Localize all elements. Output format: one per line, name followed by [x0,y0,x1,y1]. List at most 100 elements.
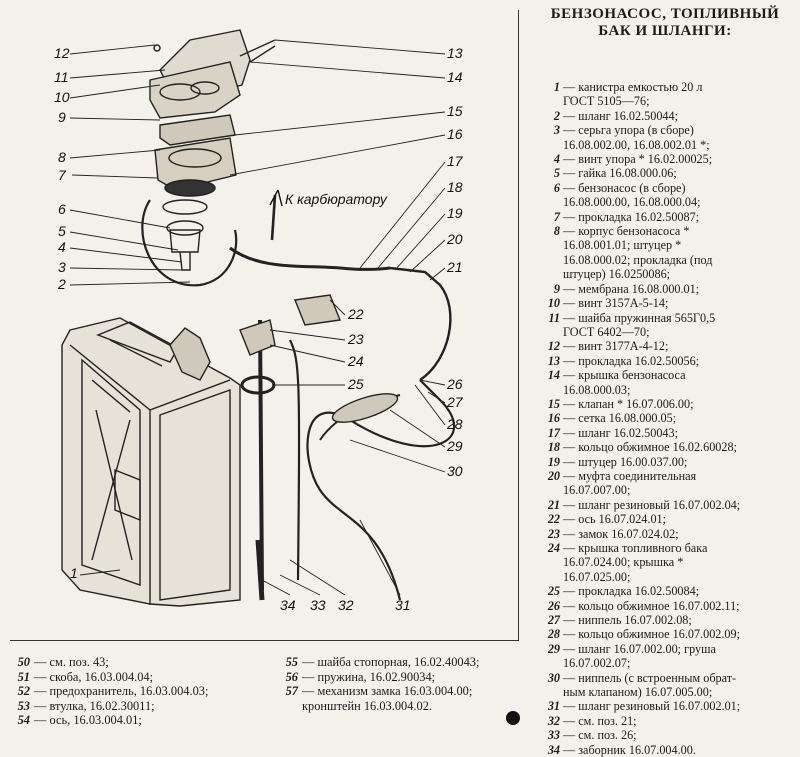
legend-item: 10— винт 3157А-5-14; [538,296,796,310]
callout-20: 20 [446,231,463,247]
legend-item-number: 29 [547,641,560,656]
legend-item: 4— винт упора * 16.02.00025; [538,152,796,166]
legend-item: 30— ниппель (с встроенным обрат- ным кла… [538,671,796,700]
legend-item-text: — ниппель (с встроенным обрат- ным клапа… [563,670,737,700]
legend-item-number: 9 [553,281,560,296]
legend-item-number: 24 [547,541,560,555]
callout-4: 4 [58,239,66,255]
callout-11: 11 [54,69,69,85]
legend-item-number: 8 [553,224,560,239]
legend-item: 54— ось, 16.03.004.01; [0,713,262,728]
legend-item: 13— прокладка 16.02.50056; [538,354,796,368]
legend-item-text: — скоба, 16.03.004.04; [34,669,154,684]
legend-item-text: — бензонасос (в сборе) 16.08.000.00, 16.… [563,180,701,210]
callout-3: 3 [58,259,66,275]
callout-25: 25 [347,376,364,392]
legend-item-text: — замок 16.07.024.02; [563,526,679,541]
legend-item-number: 15 [547,396,560,411]
legend-item-number: 52 [17,684,30,699]
legend-item-number: 19 [547,454,560,469]
legend-item: 15— клапан * 16.07.006.00; [538,397,796,411]
legend-item-number: 11 [548,310,560,325]
callout-28: 28 [446,416,463,432]
legend-item: 27— ниппель 16.07.002.08; [538,613,796,627]
callout-24: 24 [347,353,364,369]
legend-item-text: — канистра емкостью 20 л ГОСТ 5105—76; [563,80,703,109]
legend-item-number: 16 [547,411,560,426]
callout-22: 22 [347,306,364,322]
legend-item-number: 20 [547,468,560,483]
legend-item-number: 5 [553,166,560,181]
legend-item: 24— крышка топливного бака 16.07.024.00;… [538,541,796,584]
legend-item-text: — корпус бензонасоса * 16.08.001.01; шту… [563,224,713,282]
legend-item-number: 22 [547,512,560,527]
legend-item-number: 25 [547,584,560,599]
parts-legend: 1— канистра емкостью 20 л ГОСТ 5105—76;2… [538,80,796,757]
legend-item-number: 7 [553,209,560,224]
legend-item: 23— замок 16.07.024.02; [538,527,796,541]
legend-item-text: — см. поз. 21; [563,713,637,728]
callout-23: 23 [347,331,364,347]
legend-item: 55— шайба стопорная, 16.02.40043; [268,655,528,670]
callout-15: 15 [447,103,463,119]
legend-item-number: 13 [547,353,560,368]
legend-item-text: — пружина, 16.02.90034; [302,669,436,684]
legend-item-number: 56 [285,669,298,684]
callout-5: 5 [58,223,66,239]
legend-item-text: — предохранитель, 16.03.004.03; [34,684,209,699]
legend-item: 31— шланг резиновый 16.07.002.01; [538,699,796,713]
legend-item-number: 32 [547,713,560,728]
legend-item: 14— крышка бензонасоса 16.08.000.03; [538,368,796,397]
legend-item-text: — прокладка 16.02.50056; [563,353,700,368]
legend-item-text: — шланг 16.02.50043; [563,425,679,440]
legend-item: 6— бензонасос (в сборе) 16.08.000.00, 16… [538,181,796,210]
legend-item-number: 55 [285,655,298,669]
legend-item-text: — клапан * 16.07.006.00; [563,396,694,411]
legend-item-text: — серьга упора (в сборе) 16.08.002.00, 1… [563,123,710,152]
jerry-can [61,317,241,607]
legend-item-text: — прокладка 16.02.50084; [563,584,700,599]
exploded-diagram: 12 11 10 9 8 7 6 5 4 3 2 13 14 15 16 17 … [54,29,464,613]
legend-item: 19— штуцер 16.00.037.00; [538,455,796,469]
legend-item-text: — крышка бензонасоса 16.08.000.03; [563,368,686,397]
callout-31: 31 [395,597,411,613]
legend-item-text: — гайка 16.08.000.06; [563,166,677,181]
legend-item-number: 50 [17,655,30,669]
legend-item-text: — втулка, 16.02.30011; [34,698,155,713]
legend-item-number: 12 [547,339,560,354]
legend-item: 53 — втулка, 16.02.30011; [0,699,262,714]
legend-item-number: 4 [553,152,560,167]
legend-item: 25— прокладка 16.02.50084; [538,584,796,598]
legend-item-number: 3 [553,123,560,138]
callout-34: 34 [280,597,296,613]
legend-item-number: 18 [547,440,560,455]
legend-item-text: — кольцо обжимное 16.07.002.09; [563,627,741,642]
callout-13: 13 [447,45,463,61]
legend-item-text: — штуцер 16.00.037.00; [563,454,688,469]
legend-item-text: — ось 16.07.024.01; [563,512,667,527]
diagram-frame [10,10,519,641]
legend-item: 51— скоба, 16.03.004.04; [0,670,262,685]
legend-item-text: — муфта соединительная 16.07.007.00; [563,468,697,498]
callout-33: 33 [310,597,326,613]
legend-item-number: 26 [547,598,560,613]
legend-item: 9— мембрана 16.08.000.01; [538,282,796,296]
callout-26: 26 [446,376,463,392]
fuel-pump [141,29,276,287]
legend-item-text: — шланг резиновый 16.07.002.04; [563,497,741,512]
legend-item-text: — механизм замка 16.03.004.00; кронштейн… [302,684,473,713]
legend-item-text: — сетка 16.08.000.05; [563,411,677,426]
legend-item-text: — мембрана 16.08.000.01; [563,281,700,296]
legend-item-number: 17 [547,425,560,440]
legend-item-number: 53 [17,698,30,713]
legend-item-number: 33 [547,728,560,743]
callout-19: 19 [447,205,463,221]
legend-item: 32— см. поз. 21; [538,714,796,728]
callout-10: 10 [54,89,70,105]
legend-item: 20— муфта соединительная 16.07.007.00; [538,469,796,498]
legend-item-text: — заборник 16.07.004.00. [563,742,696,757]
legend-item-text: — ниппель 16.07.002.08; [563,613,692,628]
legend-item-number: 30 [547,670,560,685]
legend-item: 33— см. поз. 26; [538,728,796,742]
legend-item-number: 27 [547,613,560,628]
